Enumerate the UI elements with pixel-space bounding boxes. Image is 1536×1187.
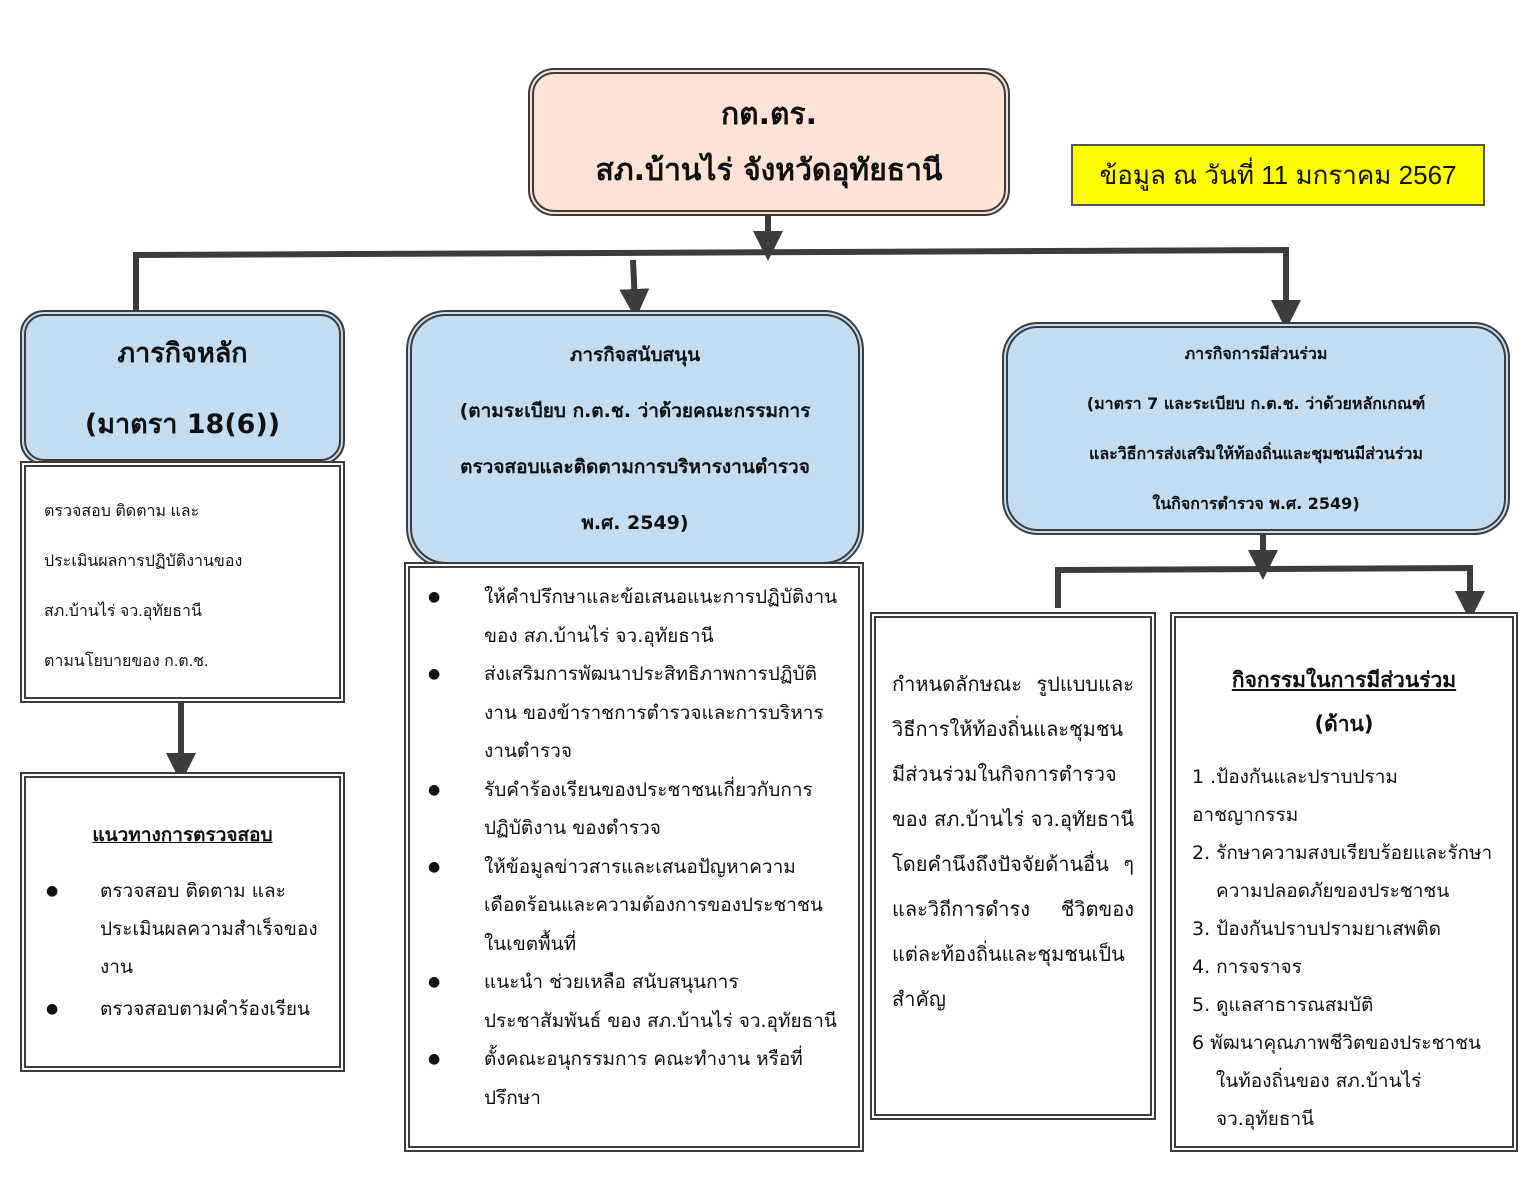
support-arrow — [619, 259, 650, 319]
activity-line: 5. ดูแลสาธารณสมบัติ — [1192, 994, 1374, 1016]
activity-line: จว.อุทัยธานี — [1216, 1108, 1315, 1130]
activity-line: 2. รักษาความสงบเรียบร้อยและรักษา — [1192, 842, 1493, 864]
list-item: ตรวจสอบ ติดตาม และประเมินผลความสำเร็จของ… — [46, 872, 321, 986]
text-line: ภารกิจสนับสนุน — [569, 344, 701, 366]
list-item: ให้ข้อมูลข่าวสารและเสนอปัญหาความเดือดร้อ… — [428, 848, 838, 964]
text-line: ในกิจการตำรวจ พ.ศ. 2549) — [1152, 493, 1360, 513]
list-item: ให้คำปรึกษาและข้อเสนอแนะการปฏิบัติงาน ขอ… — [428, 578, 838, 655]
support-mission-header: ภารกิจสนับสนุน (ตามระเบียบ ก.ต.ช. ว่าด้ว… — [406, 310, 864, 568]
text-line: ตรวจสอบและติดตามการบริหารงานตำรวจ — [460, 456, 810, 478]
text-line: ภารกิจการมีส่วนร่วม — [1184, 343, 1328, 363]
inspection-guide-list: ตรวจสอบ ติดตาม และประเมินผลความสำเร็จของ… — [44, 872, 321, 1028]
list-item: แนะนำ ช่วยเหลือ สนับสนุนการประชาสัมพันธ์… — [428, 963, 838, 1040]
text-line: สภ.บ้านไร่ จว.อุทัยธานี — [44, 603, 202, 620]
date-note: ข้อมูล ณ วันที่ 11 มกราคม 2567 — [1071, 144, 1485, 206]
participation-activities-box: กิจกรรมในการมีส่วนร่วม (ด้าน) 1 .ป้องกัน… — [1170, 612, 1518, 1152]
root-station: สภ.บ้านไร่ จังหวัดอุทัยธานี — [595, 152, 943, 188]
support-mission-list: ให้คำปรึกษาและข้อเสนอแนะการปฏิบัติงาน ขอ… — [428, 578, 838, 1117]
text-line: (มาตรา 7 และระเบียบ ก.ต.ช. ว่าด้วยหลักเก… — [1086, 393, 1426, 413]
horizontal-bus — [133, 246, 1301, 330]
participation-bus — [1055, 564, 1485, 621]
activity-line: อาชญากรรม — [1192, 804, 1299, 826]
participation-method-box: กำหนดลักษณะ รูปแบบและวิธีการให้ท้องถิ่นแ… — [870, 612, 1156, 1120]
main-mission-body: ตรวจสอบ ติดตาม และ ประเมินผลการปฏิบัติงา… — [20, 461, 345, 703]
main-mission-header: ภารกิจหลัก (มาตรา 18(6)) — [20, 310, 345, 465]
activity-line: 3. ป้องกันปราบปรามยาเสพติด — [1192, 918, 1441, 940]
inspection-guide-title: แนวทางการตรวจสอบ — [92, 824, 273, 846]
activities-title: กิจกรรมในการมีส่วนร่วม — [1231, 668, 1457, 692]
activity-line: 4. การจราจร — [1192, 956, 1302, 978]
participation-method-text: กำหนดลักษณะ รูปแบบและวิธีการให้ท้องถิ่นแ… — [892, 672, 1134, 1011]
activity-line: 6 พัฒนาคุณภาพชีวิตของประชาชน — [1192, 1032, 1482, 1054]
activities-subtitle: (ด้าน) — [1314, 712, 1374, 736]
participation-mission-header: ภารกิจการมีส่วนร่วม (มาตรา 7 และระเบียบ … — [1002, 322, 1510, 535]
activity-line: ความปลอดภัยของประชาชน — [1216, 880, 1450, 902]
activity-line: 1 .ป้องกันและปราบปราม — [1192, 766, 1398, 788]
support-mission-body: ให้คำปรึกษาและข้อเสนอแนะการปฏิบัติงาน ขอ… — [404, 562, 864, 1152]
list-item: รับคำร้องเรียนของประชาชนเกี่ยวกับการปฏิบ… — [428, 771, 838, 848]
main-mission-section: (มาตรา 18(6)) — [84, 408, 281, 440]
activity-line: ในท้องถิ่นของ สภ.บ้านไร่ — [1216, 1070, 1422, 1092]
list-item: ตรวจสอบตามคำร้องเรียน — [46, 990, 321, 1028]
text-line: พ.ศ. 2549) — [581, 512, 689, 534]
list-item: ส่งเสริมการพัฒนาประสิทธิภาพการปฏิบัติงาน… — [428, 655, 838, 771]
text-line: และวิธีการส่งเสริมให้ท้องถิ่นและชุมชนมีส… — [1089, 443, 1423, 463]
main-mission-title: ภารกิจหลัก — [117, 337, 248, 369]
text-line: (ตามระเบียบ ก.ต.ช. ว่าด้วยคณะกรรมการ — [459, 400, 811, 422]
text-line: ตามนโยบายของ ก.ต.ช. — [44, 653, 209, 670]
root-box: กต.ตร. สภ.บ้านไร่ จังหวัดอุทัยธานี — [528, 68, 1010, 216]
text-line: ประเมินผลการปฏิบัติงานของ — [44, 553, 243, 570]
root-title: กต.ตร. — [720, 96, 818, 132]
inspection-guide-box: แนวทางการตรวจสอบ ตรวจสอบ ติดตาม และประเม… — [20, 772, 345, 1072]
text-line: ตรวจสอบ ติดตาม และ — [44, 503, 200, 520]
list-item: ตั้งคณะอนุกรรมการ คณะทำงาน หรือที่ปรึกษา — [428, 1040, 838, 1117]
